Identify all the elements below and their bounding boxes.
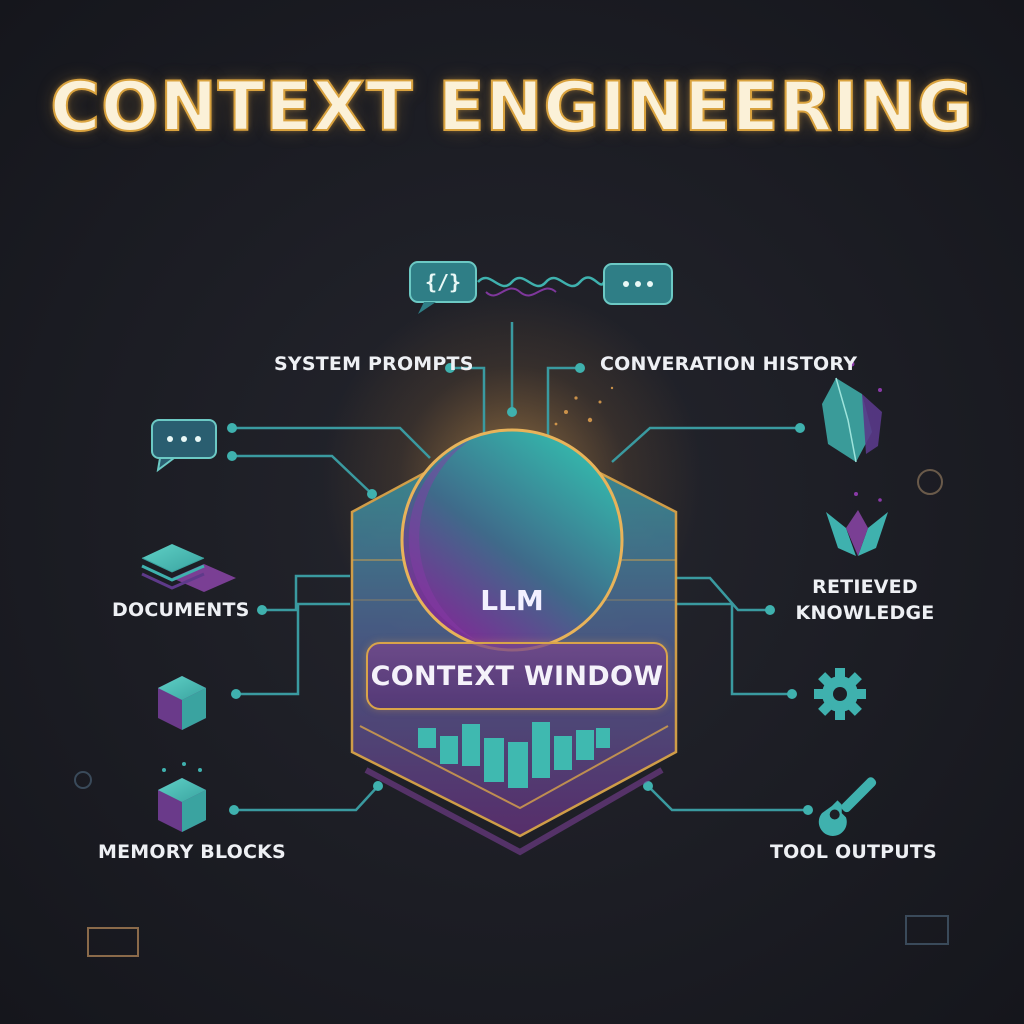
token-bars <box>418 722 610 788</box>
code-bubble-icon: {/} <box>409 261 477 314</box>
connector-dots <box>227 363 813 815</box>
llm-label: LLM <box>480 584 544 617</box>
gear-icon <box>814 668 866 720</box>
label-memory-blocks: MEMORY BLOCKS <box>98 841 286 863</box>
crystal-cluster-icon <box>826 492 888 556</box>
page-title: CONTEXT ENGINEERING <box>49 67 974 148</box>
label-conversation-history: CONVERATION HISTORY <box>600 353 858 375</box>
chat-bubble-icon <box>151 419 217 473</box>
wrench-icon <box>818 777 877 836</box>
label-documents: DOCUMENTS <box>112 599 250 621</box>
chat-bubble-top-icon <box>603 263 673 305</box>
label-tool-outputs: TOOL OUTPUTS <box>770 841 937 863</box>
decor-shapes <box>74 469 949 957</box>
layers-icon <box>141 544 236 592</box>
signal-wave <box>477 276 606 288</box>
context-window-label: CONTEXT WINDOW <box>366 642 668 710</box>
crystal-icon <box>822 361 882 463</box>
label-retrieved-knowledge: RETIEVED KNOWLEDGE <box>795 576 935 624</box>
svg-text:{/}: {/} <box>425 270 461 294</box>
memory-cube-icon <box>158 762 206 832</box>
cube-icon <box>158 676 206 730</box>
label-system-prompts: SYSTEM PROMPTS <box>274 353 474 375</box>
llm-sphere <box>400 428 624 652</box>
sparkles <box>554 386 614 426</box>
connector-lines <box>232 322 808 812</box>
